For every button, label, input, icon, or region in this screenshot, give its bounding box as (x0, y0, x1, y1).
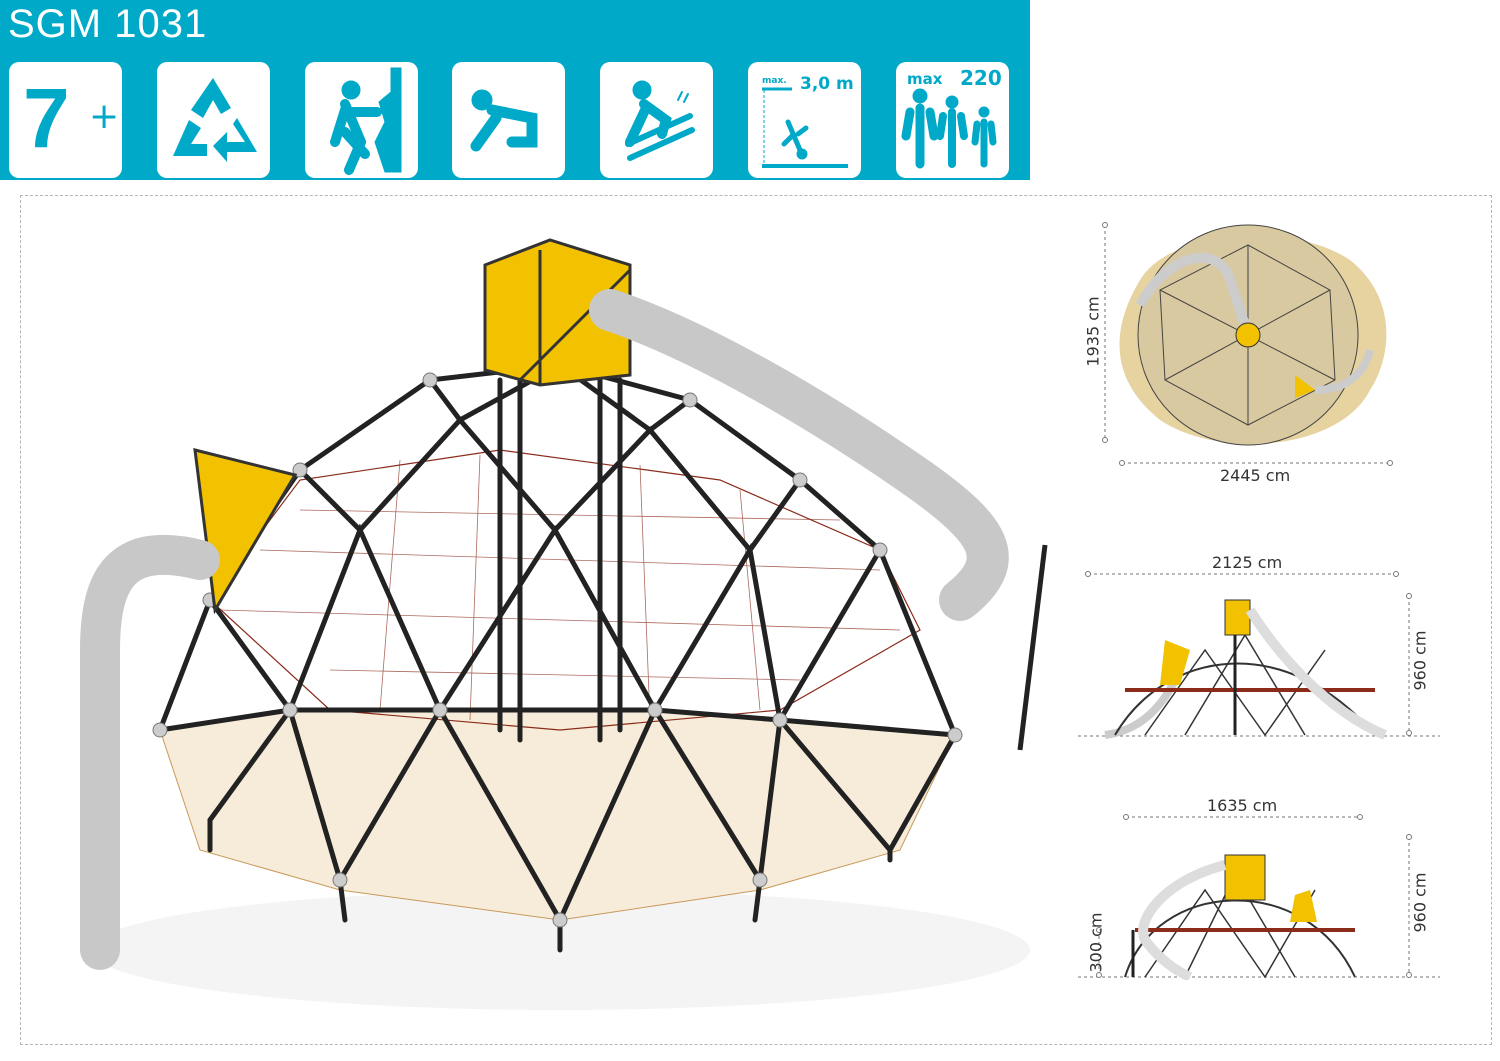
climbing-icon (305, 62, 418, 178)
side-view-2-drawing (1124, 854, 1356, 980)
age-label: 7 (23, 71, 70, 165)
top-view-width-label: 2445 cm (1220, 466, 1291, 485)
top-view-drawing (1119, 224, 1387, 446)
top-view-depth-label: 1935 cm (1083, 296, 1103, 367)
main-product-illustration (80, 238, 1048, 1010)
sliding-icon (600, 62, 713, 178)
side2-height-label: 960 cm (1410, 872, 1430, 933)
age-plus: + (89, 96, 120, 137)
capacity-icon: max 220 (896, 62, 1009, 178)
crawling-icon (452, 62, 565, 178)
capacity-prefix: max (907, 70, 943, 88)
fall-height-icon: max. 3,0 m (748, 62, 861, 178)
side1-height-label: 960 cm (1410, 630, 1430, 691)
recycle-icon (157, 62, 270, 178)
side2-width-label: 1635 cm (1207, 796, 1278, 815)
fall-height-value: 3,0 m (800, 74, 854, 94)
header-banner: SGM 1031 7 + (0, 0, 1030, 180)
side-view-1-drawing (1104, 599, 1387, 740)
age-7-plus-icon: 7 + (9, 62, 122, 178)
fall-height-prefix: max. (762, 76, 787, 86)
side1-width-label: 2125 cm (1212, 553, 1283, 572)
drawing-frame (20, 195, 1492, 1045)
product-code: SGM 1031 (8, 2, 208, 46)
side2-platform-height-label: 300 cm (1086, 912, 1106, 973)
capacity-value: 220 (960, 66, 1002, 90)
